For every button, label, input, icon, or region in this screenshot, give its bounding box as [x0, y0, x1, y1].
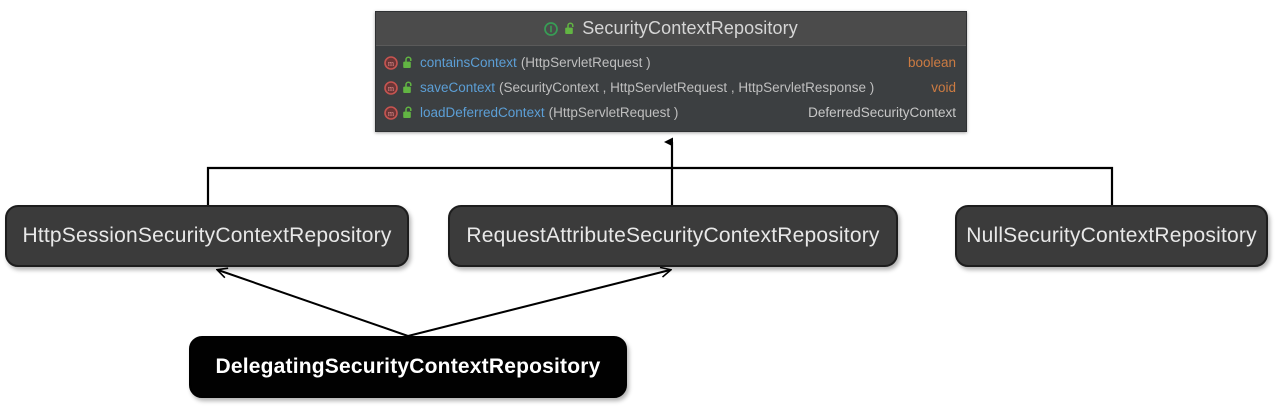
member-icon-group: m [384, 105, 414, 120]
member-name: saveContext [420, 80, 496, 95]
interface-header[interactable]: SecurityContextRepository [376, 12, 966, 46]
member-row[interactable]: m loadDeferredContext (HttpServletReques… [376, 100, 966, 125]
member-params: (HttpServletRequest ) [548, 105, 679, 120]
member-signature: loadDeferredContext (HttpServletRequest … [420, 105, 798, 120]
public-lock-icon [402, 56, 414, 69]
svg-text:m: m [388, 109, 395, 118]
class-node-http-session-security-context-repository[interactable]: HttpSessionSecurityContextRepository [5, 205, 409, 267]
member-row[interactable]: m saveContext (SecurityContext , HttpSer… [376, 75, 966, 100]
uses-arrow-delegating-to-requestattribute [407, 270, 670, 337]
member-params: (HttpServletRequest ) [520, 55, 651, 70]
member-row[interactable]: m containsContext (HttpServletRequest ) … [376, 50, 966, 75]
member-name: containsContext [420, 55, 517, 70]
public-lock-icon [402, 106, 414, 119]
interface-class-box[interactable]: SecurityContextRepository m [375, 11, 967, 132]
member-signature: saveContext (SecurityContext , HttpServl… [420, 80, 921, 95]
member-signature: containsContext (HttpServletRequest ) [420, 55, 898, 70]
member-return-type: DeferredSecurityContext [808, 105, 956, 120]
public-lock-icon [402, 81, 414, 94]
class-node-request-attribute-security-context-repository[interactable]: RequestAttributeSecurityContextRepositor… [448, 205, 898, 267]
member-icon-group: m [384, 55, 414, 70]
svg-text:m: m [388, 84, 395, 93]
member-name: loadDeferredContext [420, 105, 545, 120]
interface-name: SecurityContextRepository [582, 18, 798, 38]
class-node-delegating-security-context-repository[interactable]: DelegatingSecurityContextRepository [189, 336, 627, 398]
public-lock-icon [564, 22, 576, 35]
method-icon: m [384, 55, 398, 70]
member-params: (SecurityContext , HttpServletRequest , … [499, 80, 875, 95]
uses-arrow-delegating-to-httpsession [218, 270, 409, 337]
svg-text:m: m [388, 59, 395, 68]
member-icon-group: m [384, 80, 414, 95]
member-return-type: void [931, 80, 956, 95]
method-icon: m [384, 105, 398, 120]
member-return-type: boolean [907, 55, 956, 70]
class-node-null-security-context-repository[interactable]: NullSecurityContextRepository [955, 205, 1268, 267]
interface-icon [544, 21, 559, 36]
inheritance-bus [206, 166, 1114, 205]
method-icon: m [384, 80, 398, 95]
member-list: m containsContext (HttpServletRequest ) … [376, 46, 966, 131]
